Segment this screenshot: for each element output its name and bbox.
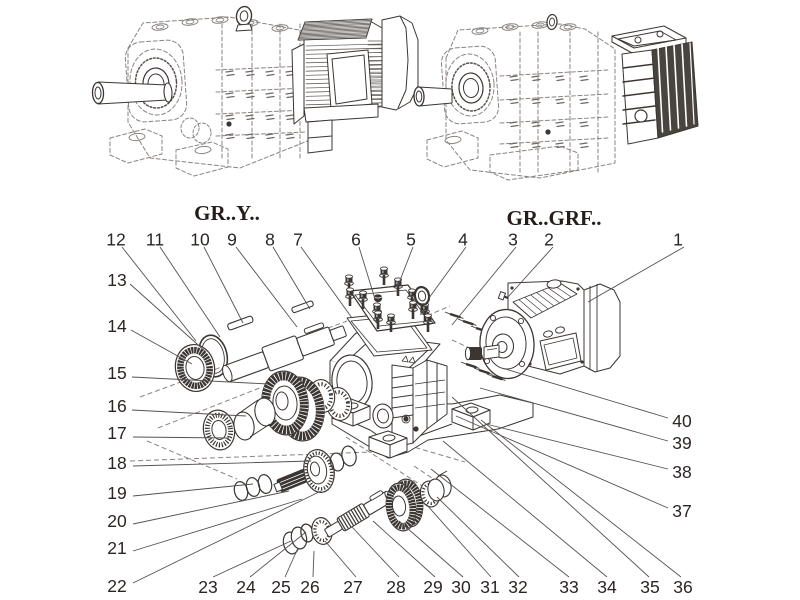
svg-text:32: 32 <box>508 577 527 597</box>
svg-text:30: 30 <box>451 577 471 597</box>
svg-text:10: 10 <box>190 230 210 250</box>
svg-text:36: 36 <box>673 577 692 597</box>
svg-text:37: 37 <box>672 501 691 521</box>
svg-text:33: 33 <box>559 577 578 597</box>
svg-text:4: 4 <box>458 230 468 250</box>
svg-text:1: 1 <box>673 230 683 250</box>
svg-text:40: 40 <box>672 411 692 431</box>
svg-text:5: 5 <box>406 230 416 250</box>
svg-text:23: 23 <box>198 577 217 597</box>
svg-text:34: 34 <box>597 577 617 597</box>
svg-text:21: 21 <box>107 538 126 558</box>
svg-text:31: 31 <box>480 577 499 597</box>
svg-text:29: 29 <box>423 577 442 597</box>
svg-text:3: 3 <box>508 230 518 250</box>
svg-text:11: 11 <box>146 230 164 250</box>
svg-text:38: 38 <box>672 462 691 482</box>
svg-text:35: 35 <box>640 577 659 597</box>
svg-text:22: 22 <box>107 576 126 596</box>
svg-text:27: 27 <box>343 577 362 597</box>
svg-text:19: 19 <box>107 483 126 503</box>
svg-text:GR..Y..: GR..Y.. <box>194 201 260 225</box>
svg-text:39: 39 <box>672 433 691 453</box>
svg-text:26: 26 <box>300 577 319 597</box>
svg-text:9: 9 <box>227 230 237 250</box>
svg-text:15: 15 <box>107 363 126 383</box>
svg-text:GR..GRF..: GR..GRF.. <box>507 206 602 230</box>
svg-text:25: 25 <box>271 577 290 597</box>
svg-text:20: 20 <box>107 511 127 531</box>
svg-text:16: 16 <box>107 396 126 416</box>
svg-text:18: 18 <box>107 453 126 473</box>
svg-text:13: 13 <box>107 270 126 290</box>
svg-text:24: 24 <box>236 577 256 597</box>
svg-text:12: 12 <box>106 230 125 250</box>
svg-text:6: 6 <box>351 230 361 250</box>
svg-text:28: 28 <box>386 577 405 597</box>
svg-text:7: 7 <box>293 230 303 250</box>
svg-text:14: 14 <box>107 316 127 336</box>
svg-text:2: 2 <box>544 230 554 250</box>
svg-text:17: 17 <box>107 423 126 443</box>
svg-text:8: 8 <box>265 230 275 250</box>
